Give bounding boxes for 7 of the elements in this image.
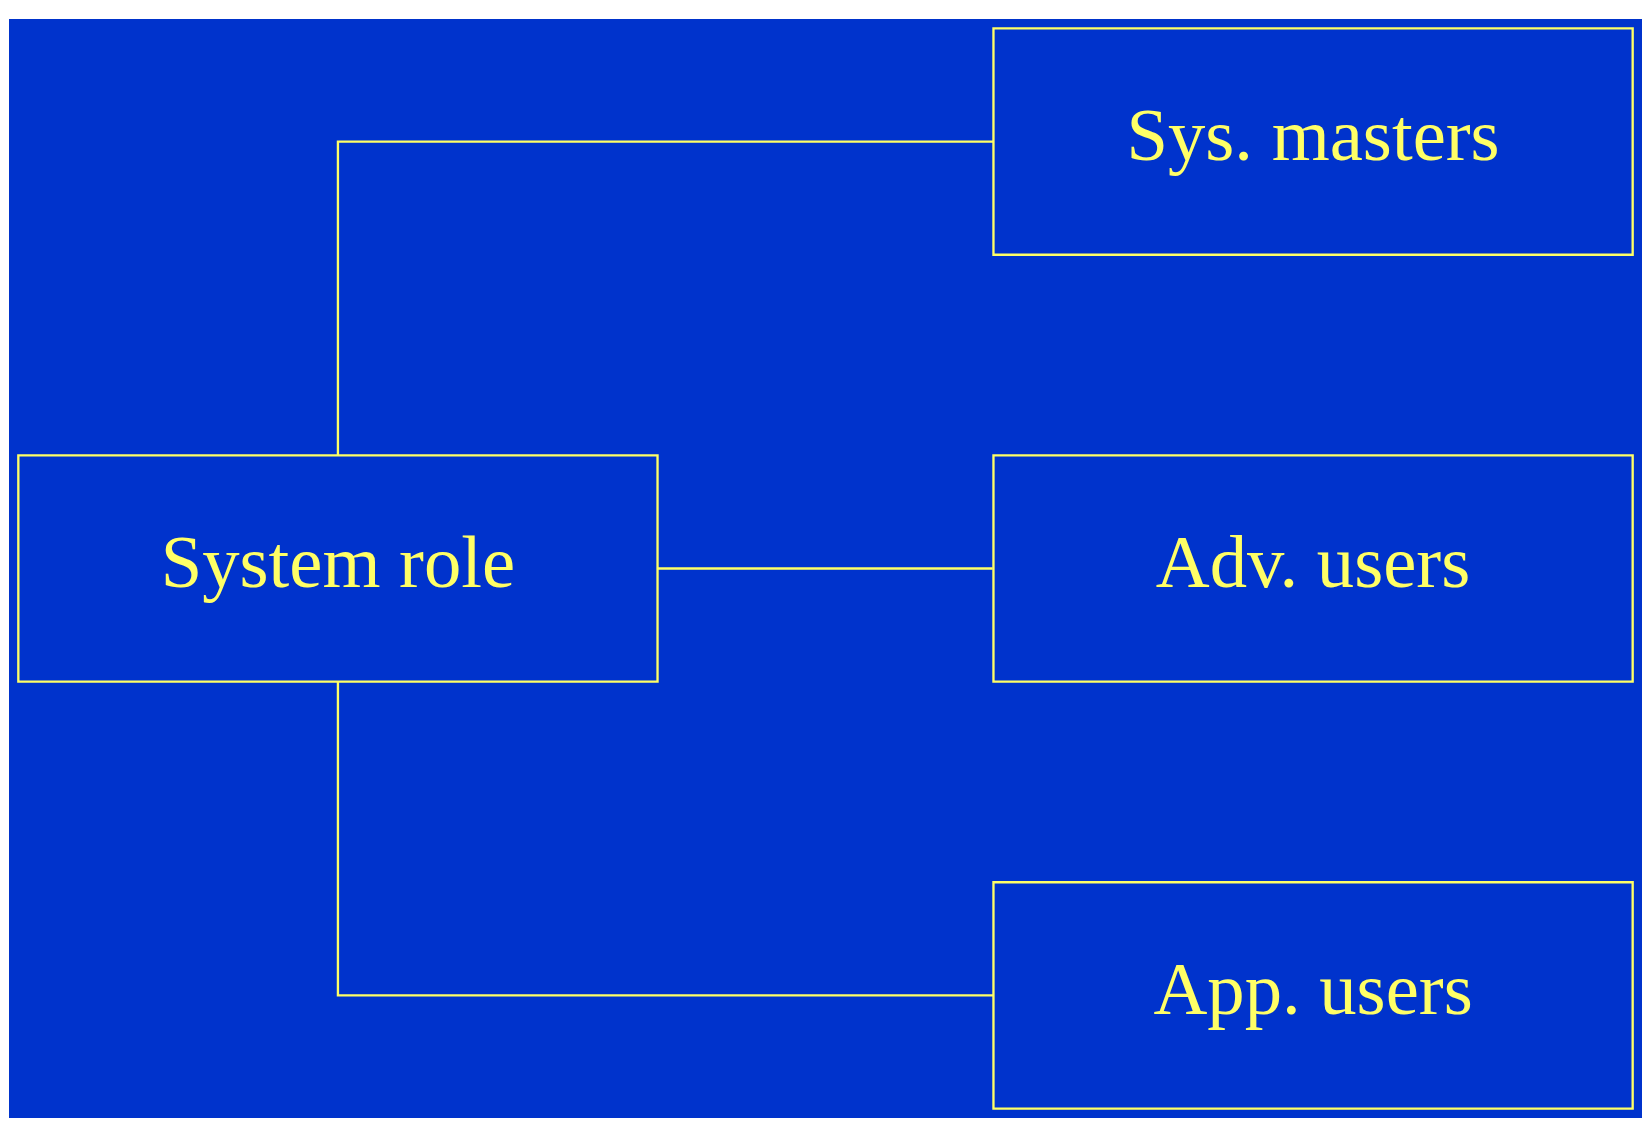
connector: [336, 139, 993, 455]
node-box: App. users: [991, 880, 1634, 1110]
node-box: Adv. users: [991, 453, 1634, 683]
node-box: Sys. masters: [991, 26, 1634, 256]
node-box: System role: [16, 453, 659, 683]
connector: [336, 681, 993, 997]
connector: [657, 566, 993, 570]
